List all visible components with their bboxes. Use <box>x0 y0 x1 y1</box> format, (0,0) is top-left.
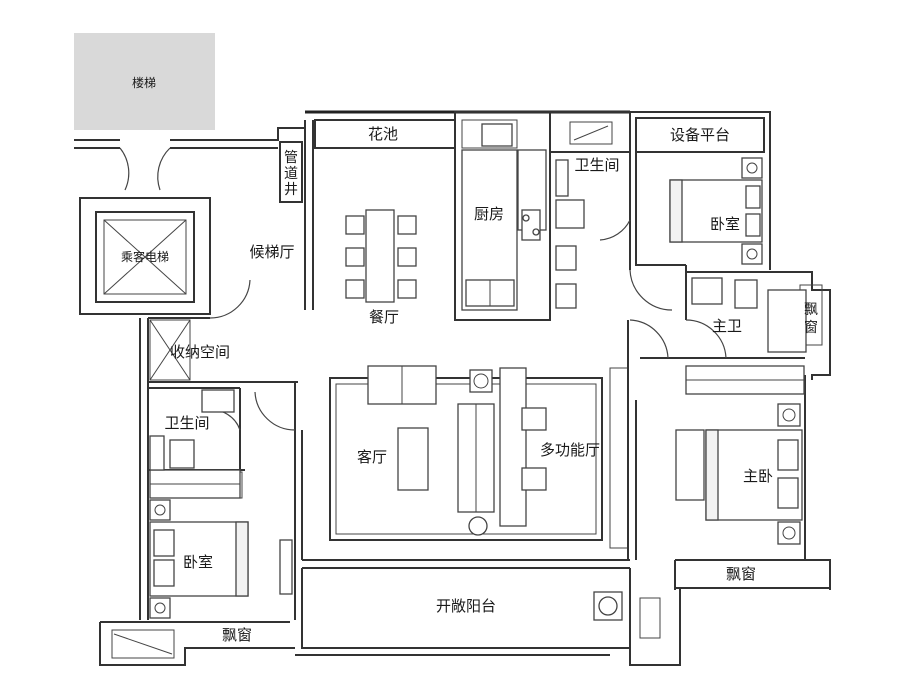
bay-window-left-label: 飘窗 <box>222 626 252 644</box>
master-bath-fixtures <box>691 277 807 353</box>
left-bathroom-fixtures <box>149 389 235 471</box>
pipe-shaft-char-2: 道 <box>284 166 298 182</box>
walls <box>74 110 831 666</box>
stairs-label: 楼梯 <box>132 75 156 90</box>
dining-label: 餐厅 <box>369 308 399 326</box>
pipe-shaft-char-3: 井 <box>284 182 298 198</box>
wardrobes <box>149 365 805 499</box>
equipment-platform-label: 设备平台 <box>670 126 730 144</box>
doors <box>119 147 727 431</box>
master-bed <box>675 403 803 545</box>
elevator-label: 乘客电梯 <box>121 249 169 264</box>
stairs-area <box>74 33 215 130</box>
left-bedroom-bed <box>149 499 293 619</box>
bathroom-top-label: 卫生间 <box>574 156 619 174</box>
bathroom-left-label: 卫生间 <box>164 414 209 432</box>
master-bedroom-label: 主卧 <box>743 467 773 485</box>
dining-set <box>345 209 417 303</box>
bedroom-left-label: 卧室 <box>183 553 213 571</box>
storage-label: 收纳空间 <box>170 343 230 361</box>
multi-function-label: 多功能厅 <box>540 441 600 459</box>
kitchen-fixtures <box>461 123 547 311</box>
top-bathroom-fixtures <box>555 159 585 309</box>
bedroom-top-label: 卧室 <box>710 215 740 233</box>
elevator-shaft <box>79 197 211 315</box>
flower-bed-label: 花池 <box>368 125 398 143</box>
balcony-fixtures <box>593 591 623 621</box>
top-bedroom-bed <box>669 157 763 265</box>
living-furniture <box>367 365 547 536</box>
pipe-shaft-char-1: 管 <box>284 150 298 166</box>
kitchen-label: 厨房 <box>474 205 504 223</box>
living-label: 客厅 <box>357 448 387 466</box>
master-bath-label: 主卫 <box>712 317 742 335</box>
elevator-hall-label: 候梯厅 <box>249 243 294 261</box>
balcony-label: 开敞阳台 <box>436 597 496 615</box>
bay-window-right-label: 飘窗 <box>726 565 756 583</box>
pipe-shaft-label: 管 道 井 <box>279 141 303 203</box>
bay-window-vertical-char-2: 窗 <box>804 319 818 336</box>
bay-window-vertical-char-1: 飘 <box>804 302 818 318</box>
